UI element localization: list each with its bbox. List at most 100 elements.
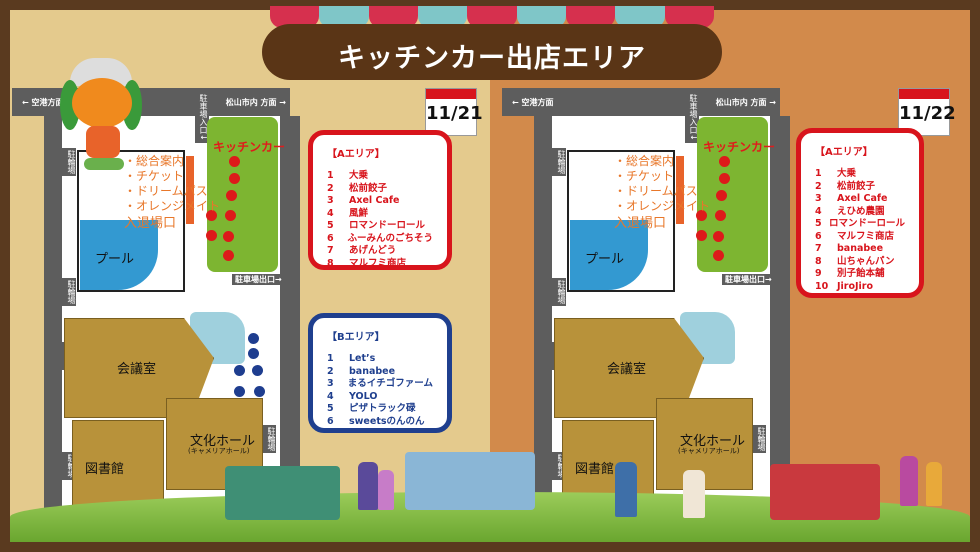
shop-name: 大乗 <box>837 168 857 179</box>
left-road <box>534 116 552 520</box>
b-area-spot <box>234 386 245 397</box>
library-label: 図書館 <box>85 462 125 477</box>
kitchen-car-spot <box>229 156 240 167</box>
calendar-header <box>899 89 949 99</box>
b-area-spot <box>254 386 265 397</box>
meeting-room-label: 会議室 <box>607 362 647 377</box>
shop-number: 7 <box>327 245 334 256</box>
calendar-header <box>426 89 476 99</box>
shop-number: 10 <box>815 280 829 292</box>
shop-list-item: 6 ふーみんのごちそう <box>327 233 433 246</box>
right-road <box>770 116 790 520</box>
shop-number: 2 <box>327 365 334 377</box>
shop-list-item: 7 banabee <box>815 243 905 256</box>
shop-name: banabee <box>349 365 396 377</box>
kitchen-car-zone <box>697 117 768 272</box>
food-truck-illustration <box>770 464 880 520</box>
b-area-spot <box>252 365 263 376</box>
shop-list-item: 2 banabee <box>327 366 433 379</box>
kitchen-car-spot <box>226 190 237 201</box>
food-truck-illustration <box>225 466 340 520</box>
shop-list-item: 1 大乗 <box>815 168 905 181</box>
shop-name: ふーみんのごちそう <box>347 232 433 244</box>
shop-number: 4 <box>815 205 822 217</box>
people-illustration <box>683 470 705 518</box>
b-area-spot <box>248 333 259 344</box>
shop-list-item: 4 えひめ農園 <box>815 206 905 219</box>
shop-number: 3 <box>327 378 334 389</box>
shop-name: 別子飴本舗 <box>837 268 885 279</box>
kitchen-car-spot <box>229 173 240 184</box>
shop-name: ピザトラック碌 <box>349 403 416 414</box>
shop-name: えひめ農園 <box>837 205 885 217</box>
shop-name: マルフミ商店 <box>837 230 895 242</box>
parking-entrance-label: 駐車場入口↓ <box>685 92 699 143</box>
info-item: ・オレンジメイト <box>124 199 221 213</box>
shop-name: ロマンドーロール <box>828 218 905 229</box>
shop-name: YOLO <box>349 390 378 402</box>
culture-hall-label: 文化ホール <box>190 434 256 449</box>
b-area-heading: 【Bエリア】 <box>327 332 385 343</box>
b-area-spot <box>248 348 259 359</box>
info-item: ・総合案内 <box>614 154 675 168</box>
shop-name: sweetsのんのん <box>349 415 425 427</box>
kitchen-car-spot <box>206 230 217 241</box>
people-illustration <box>926 462 942 506</box>
bicycle-parking-label: 駐輪場 <box>62 278 76 306</box>
shop-name: まるイチゴファーム <box>347 378 433 389</box>
shop-name: 松前餃子 <box>837 180 876 192</box>
culture-hall-label: 文化ホール <box>680 434 746 449</box>
shop-list-item: 3 まるイチゴファーム <box>327 378 433 391</box>
bicycle-parking-label: 駐輪場 <box>552 148 566 176</box>
shop-number: 1 <box>327 170 334 181</box>
shop-number: 3 <box>327 195 334 206</box>
info-item: ・チケット <box>614 169 675 183</box>
road-label-city: 松山市内 方面 → <box>715 98 776 107</box>
kitchen-car-spot <box>713 250 724 261</box>
mascot-character <box>60 58 145 176</box>
shop-number: 7 <box>815 243 822 254</box>
shop-number: 5 <box>327 220 334 231</box>
shop-number: 6 <box>815 230 822 242</box>
shop-number: 8 <box>815 255 822 267</box>
shop-number: 1 <box>815 168 822 179</box>
shop-number: 5 <box>815 218 822 229</box>
entrance-label: 入退場口 <box>614 216 667 231</box>
kitchen-car-spot <box>223 231 234 242</box>
shop-list-item: 6 sweetsのんのん <box>327 416 433 429</box>
shop-name: Let’s <box>349 353 376 364</box>
shop-name: Axel Cafe <box>837 193 888 204</box>
kitchen-car-spot <box>713 231 724 242</box>
page-title: キッチンカー出店エリア <box>338 43 646 74</box>
people-illustration <box>378 470 394 510</box>
info-item: ・ドリームパス <box>124 184 208 198</box>
info-counter <box>676 156 684 224</box>
info-counter <box>186 156 194 224</box>
kitchen-car-spot <box>696 210 707 221</box>
shop-name: banabee <box>837 243 884 254</box>
pool <box>570 220 648 290</box>
right-road <box>280 116 300 520</box>
kitchen-car-label: キッチンカー <box>213 140 286 154</box>
info-list: ・総合案内 ・チケット ・ドリームパス ・オレンジメイト <box>124 154 220 214</box>
shop-number: 6 <box>327 415 334 427</box>
kitchen-car-spot <box>225 210 236 221</box>
shop-number: 6 <box>327 232 334 244</box>
people-illustration <box>900 456 918 506</box>
info-list: ・総合案内 ・チケット ・ドリームパス ・オレンジメイト <box>614 154 710 214</box>
bicycle-parking-label: 駐輪場 <box>262 425 276 453</box>
info-item: ・ドリームパス <box>614 184 698 198</box>
left-road <box>44 116 62 520</box>
parking-exit-label: 駐車場出口→ <box>722 274 775 285</box>
parking-entrance-label: 駐車場入口↓ <box>195 92 209 143</box>
